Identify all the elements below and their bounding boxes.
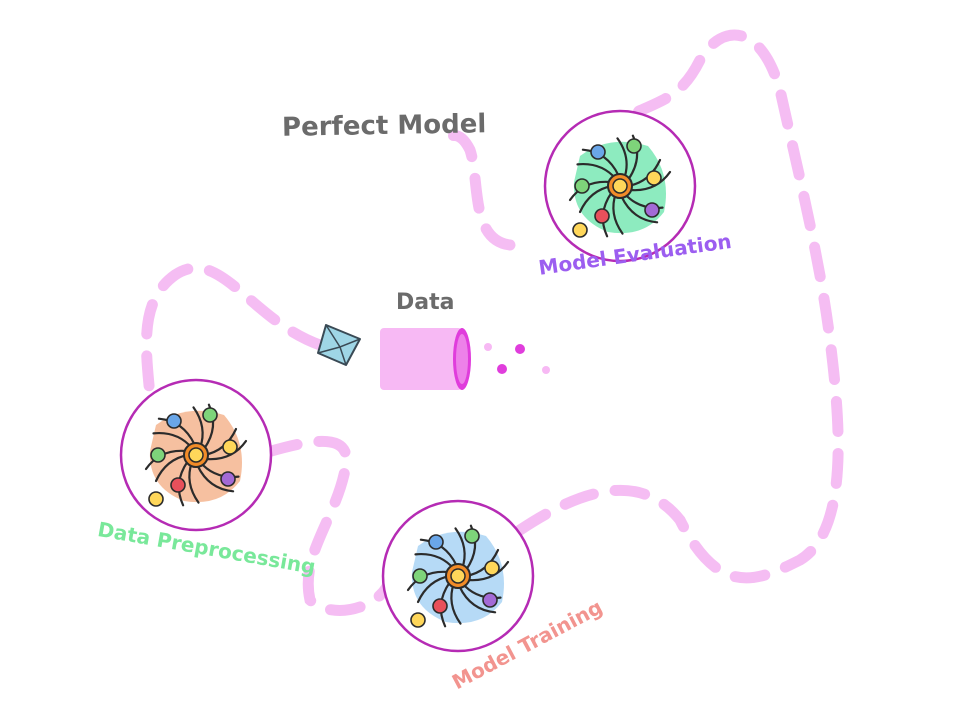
data-particle	[484, 343, 492, 351]
pipeline-path	[140, 29, 844, 616]
perfect-model-label: Perfect Model	[281, 109, 487, 143]
galaxy-icon	[568, 134, 672, 238]
data-particle	[542, 366, 550, 374]
data-particle	[515, 344, 525, 354]
model-training-node	[381, 499, 535, 653]
galaxy-icon	[406, 524, 510, 628]
model-evaluation-node	[543, 109, 697, 263]
data-preprocessing-node	[119, 378, 273, 532]
data-label: Data	[396, 290, 455, 315]
gem-icon	[317, 324, 361, 366]
cylinder-icon	[380, 328, 471, 390]
data-particles	[484, 343, 550, 374]
data-particle	[497, 364, 507, 374]
galaxy-icon	[144, 403, 248, 507]
